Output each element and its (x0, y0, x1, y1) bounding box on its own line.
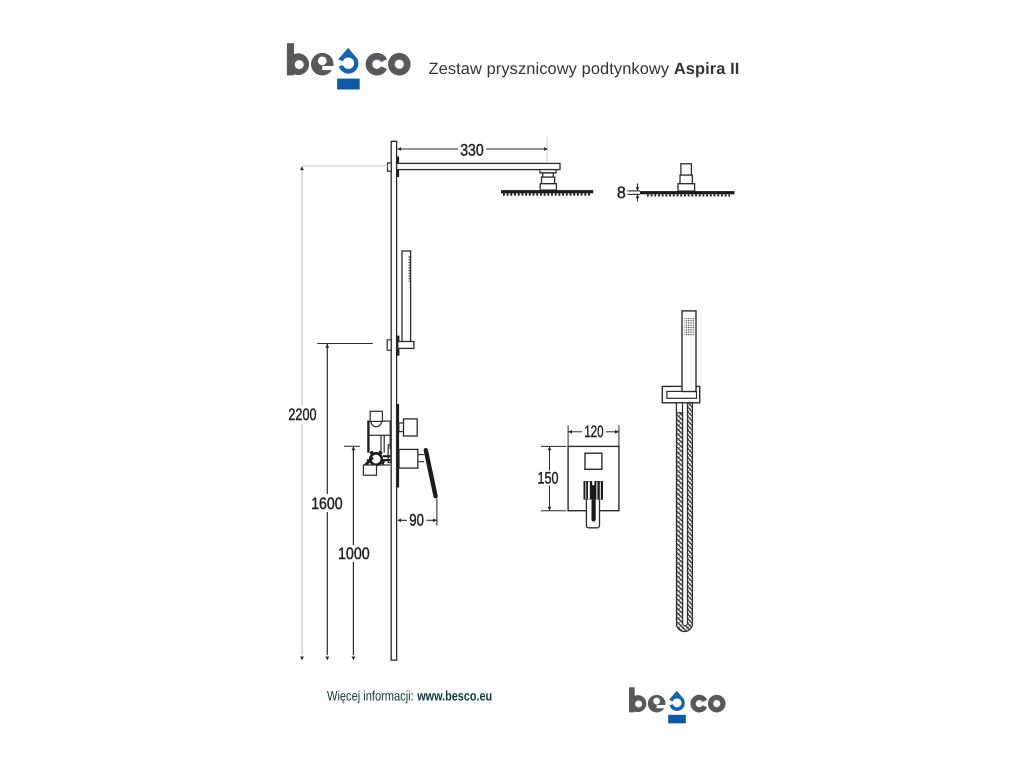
svg-text:120: 120 (584, 423, 603, 441)
svg-text:2200: 2200 (288, 406, 316, 424)
svg-text:90: 90 (409, 511, 424, 529)
svg-text:330: 330 (460, 141, 484, 159)
svg-text:1000: 1000 (338, 545, 370, 563)
svg-text:150: 150 (538, 469, 559, 487)
svg-text:1600: 1600 (311, 495, 343, 513)
svg-text:Więcej informacji:: Więcej informacji: (327, 689, 414, 704)
svg-text:www.besco.eu: www.besco.eu (416, 689, 492, 704)
svg-text:8: 8 (617, 184, 626, 202)
svg-text:Zestaw prysznicowy podtynkowy: Zestaw prysznicowy podtynkowy Aspira II (429, 60, 740, 78)
